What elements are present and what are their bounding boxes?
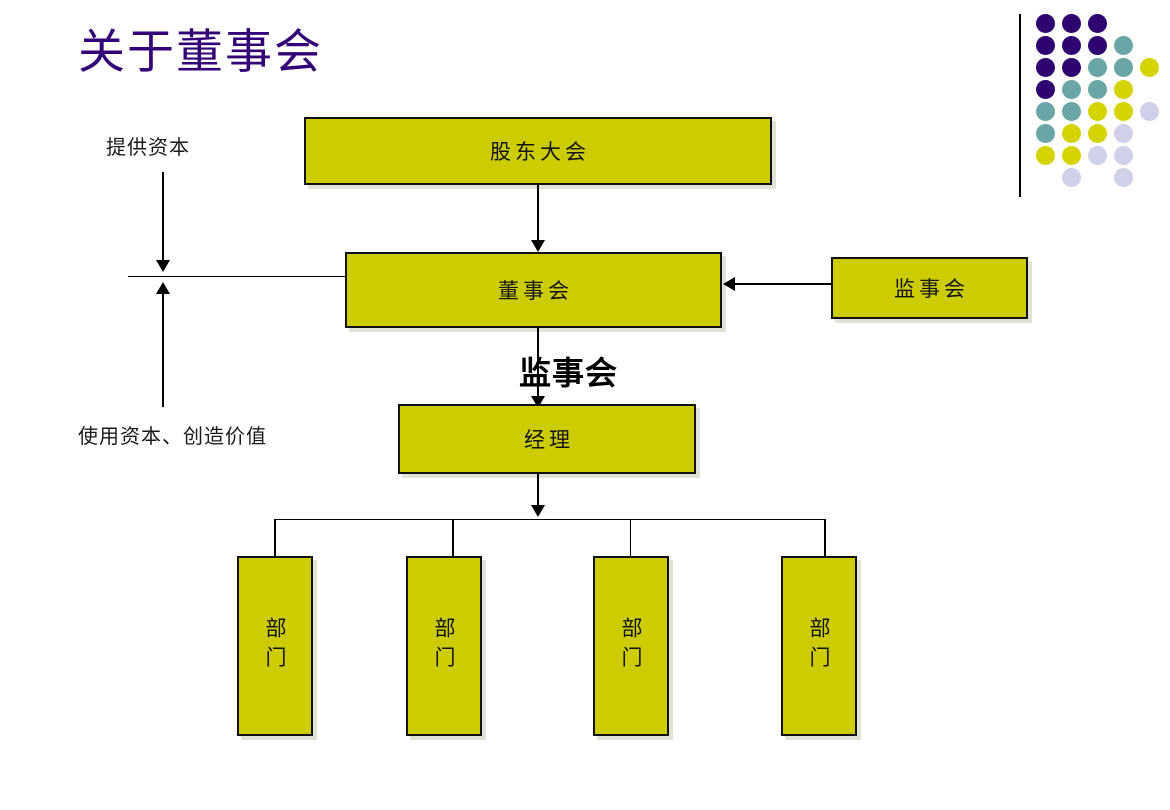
connector-bus-to-dept-2 [452, 519, 454, 557]
node-department-4[interactable]: 部门 [781, 556, 857, 736]
connector-department-bus [275, 519, 826, 520]
node-board-of-directors[interactable]: 董事会 [345, 252, 722, 328]
decorative-dot [1114, 168, 1133, 187]
connector-bus-to-dept-1 [274, 519, 276, 557]
node-label: 监事会 [894, 277, 969, 301]
arrowhead-provide-capital [156, 260, 170, 272]
decorative-dot [1088, 36, 1107, 55]
node-department-3[interactable]: 部门 [593, 556, 669, 736]
decorative-dot [1036, 102, 1055, 121]
page-title: 关于董事会 [78, 25, 323, 80]
node-manager[interactable]: 经理 [398, 404, 696, 474]
connector-shareholders-to-board [537, 185, 539, 242]
arrowhead-supervisors-to-board [723, 277, 735, 291]
arrowhead-manager-to-bus [531, 505, 545, 517]
decorative-dot [1062, 168, 1081, 187]
decorative-dot [1088, 146, 1107, 165]
decorative-dot [1140, 58, 1159, 77]
node-department-1[interactable]: 部门 [237, 556, 313, 736]
decorative-dot [1036, 80, 1055, 99]
decorative-dot [1062, 102, 1081, 121]
decorative-dot [1036, 14, 1055, 33]
node-board-of-supervisors[interactable]: 监事会 [831, 257, 1028, 319]
node-label: 部门 [263, 617, 287, 675]
arrowhead-shareholders-to-board [531, 240, 545, 252]
decorative-dot [1036, 124, 1055, 143]
annotation-use-capital-create-value: 使用资本、创造价值 [78, 424, 267, 448]
node-label: 部门 [432, 617, 456, 675]
node-label: 部门 [807, 617, 831, 675]
arrowhead-use-capital [156, 282, 170, 294]
node-label: 董事会 [498, 279, 573, 303]
decorative-dot [1114, 124, 1133, 143]
decorative-dot [1088, 58, 1107, 77]
decorative-dot [1114, 146, 1133, 165]
connector-manager-to-bus [537, 474, 539, 508]
decorative-dot [1062, 36, 1081, 55]
decorative-dot [1062, 124, 1081, 143]
annotation-line-provide-capital [162, 172, 164, 264]
annotation-provide-capital: 提供资本 [106, 135, 190, 159]
decorative-dot [1114, 80, 1133, 99]
decorative-dot [1088, 124, 1107, 143]
decorative-dot [1088, 14, 1107, 33]
decorative-dot [1062, 80, 1081, 99]
connector-capital-axis-to-board [128, 276, 345, 277]
node-label: 经理 [524, 428, 574, 452]
connector-bus-to-dept-4 [824, 519, 826, 557]
overlay-note-supervisors: 监事会 [519, 354, 619, 392]
decorative-dot [1036, 58, 1055, 77]
decorative-dot [1088, 80, 1107, 99]
node-shareholders-meeting[interactable]: 股东大会 [304, 117, 772, 185]
decorative-dot [1062, 146, 1081, 165]
node-department-2[interactable]: 部门 [406, 556, 482, 736]
connector-bus-to-dept-3 [630, 519, 631, 557]
connector-supervisors-to-board [735, 283, 831, 285]
decorative-dot-grid [1036, 14, 1166, 187]
annotation-line-use-capital [162, 292, 164, 407]
decorative-dot [1114, 58, 1133, 77]
decorative-dot [1088, 102, 1107, 121]
decorative-dot [1114, 36, 1133, 55]
decorative-dot [1036, 36, 1055, 55]
node-label: 部门 [619, 617, 643, 675]
node-label: 股东大会 [490, 140, 590, 164]
decorative-dot [1062, 14, 1081, 33]
decorative-vertical-rule [1019, 14, 1021, 197]
decorative-dot [1114, 102, 1133, 121]
connector-board-to-manager [537, 328, 539, 400]
decorative-dot [1036, 146, 1055, 165]
decorative-dot [1140, 102, 1159, 121]
decorative-dot [1062, 58, 1081, 77]
